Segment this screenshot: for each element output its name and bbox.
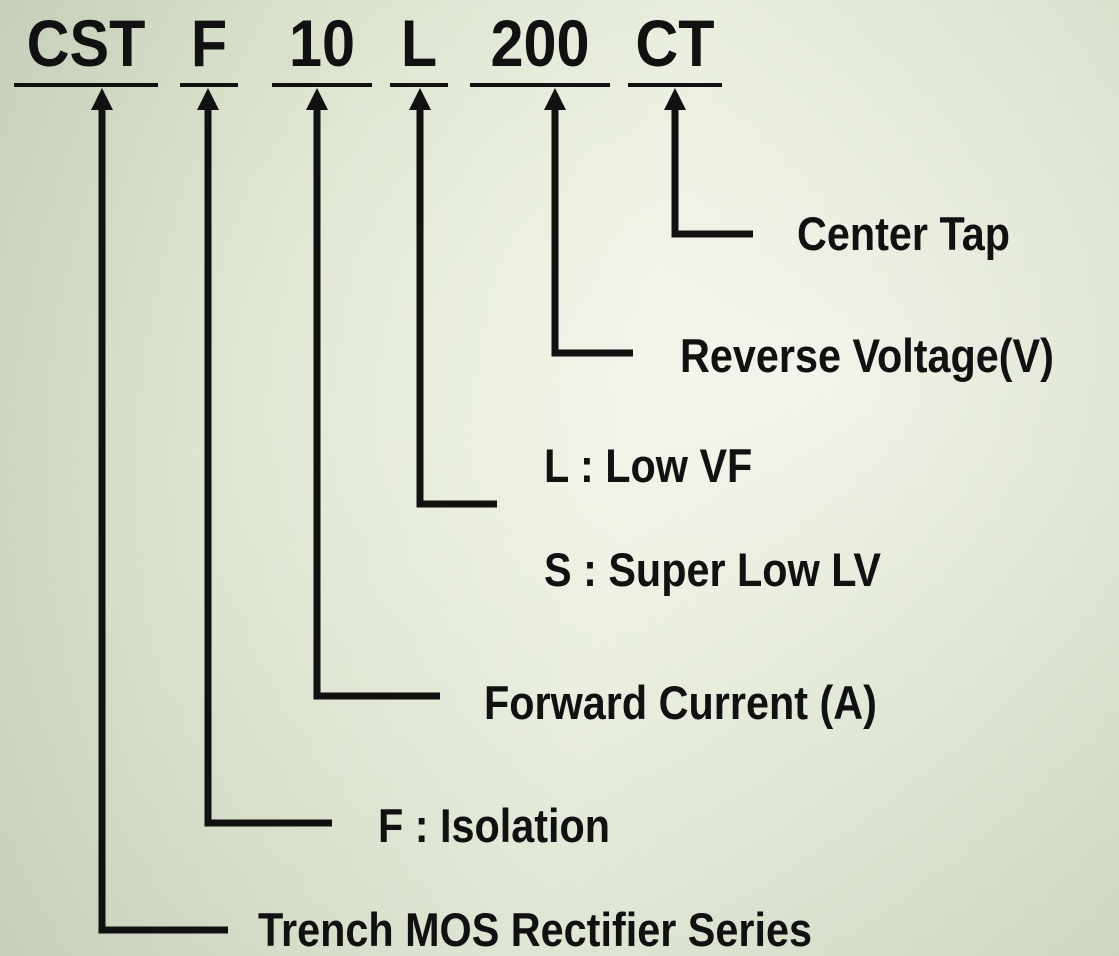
connector-200 xyxy=(551,108,633,357)
underline-cst xyxy=(14,83,158,87)
code-segment-200: 200 xyxy=(490,6,590,80)
label-forward-current: Forward Current (A) xyxy=(484,676,877,729)
label-super-low: S : Super Low LV xyxy=(544,543,882,596)
code-segment-cst: CST xyxy=(26,6,146,80)
code-segment-ct: CT xyxy=(635,6,715,80)
arrowhead-f xyxy=(197,88,219,110)
label-series: Trench MOS Rectifier Series xyxy=(258,903,812,956)
underline-200 xyxy=(470,83,610,87)
code-segment-f: F xyxy=(190,6,228,80)
label-isolation: F : Isolation xyxy=(378,799,611,852)
underline-f xyxy=(180,83,238,87)
connector-ct xyxy=(671,108,753,238)
label-reverse-voltage: Reverse Voltage(V) xyxy=(680,329,1054,382)
code-segment-10: 10 xyxy=(288,6,356,80)
arrowhead-200 xyxy=(544,88,566,110)
arrowhead-10 xyxy=(306,88,328,110)
underline-10 xyxy=(272,83,372,87)
label-center-tap: Center Tap xyxy=(797,207,1010,260)
code-segment-l: L xyxy=(400,6,438,80)
underline-l xyxy=(390,83,448,87)
arrowhead-l xyxy=(409,88,431,110)
connector-l xyxy=(416,108,497,508)
connector-10 xyxy=(313,108,440,700)
arrowhead-ct xyxy=(664,88,686,110)
label-low-vf: L : Low VF xyxy=(544,439,753,492)
connector-f xyxy=(204,108,332,827)
connector-cst xyxy=(98,108,228,934)
arrowhead-cst xyxy=(91,88,113,110)
underline-ct xyxy=(628,83,722,87)
